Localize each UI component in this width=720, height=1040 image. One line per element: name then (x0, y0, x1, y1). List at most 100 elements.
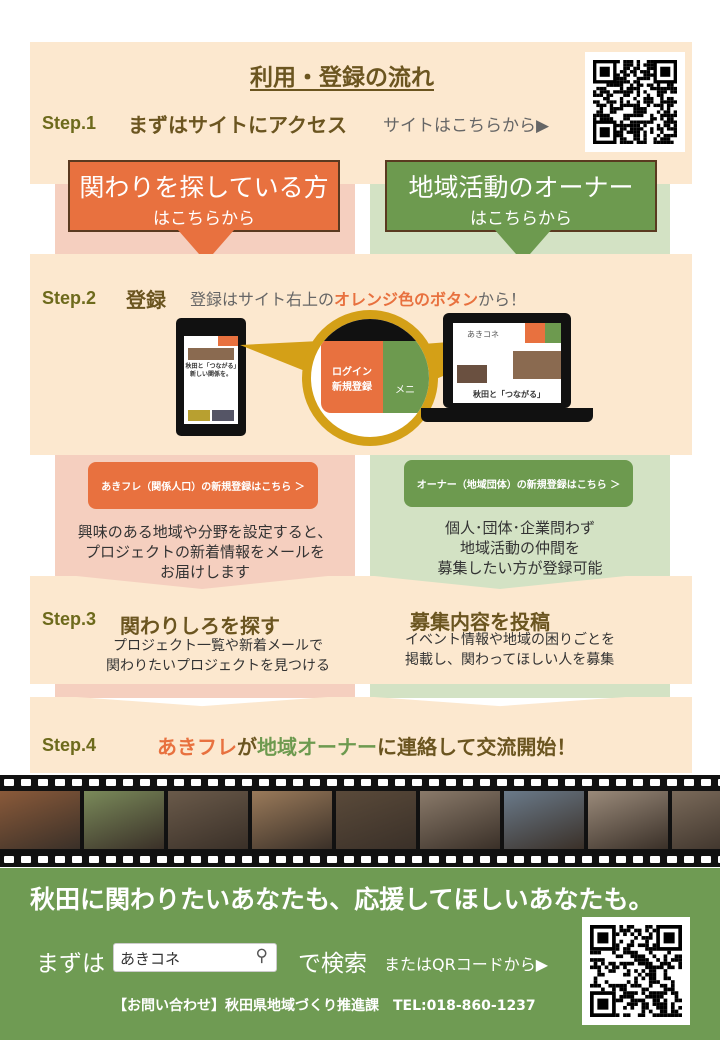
film-sprocket-hole (650, 779, 660, 786)
film-sprocket-hole (276, 779, 286, 786)
activity-photo (588, 791, 668, 849)
film-sprocket-hole (395, 856, 405, 863)
desc-line: プロジェクト一覧や新着メールで (113, 638, 323, 654)
film-sprocket-hole (140, 856, 150, 863)
activity-photo (504, 791, 584, 849)
desc-line: 関わりたいプロジェクトを見つける (106, 658, 330, 674)
film-sprocket-hole (259, 856, 269, 863)
film-sprocket-hole (378, 779, 388, 786)
callout-seeker[interactable]: 関わりを探している方 はこちらから (68, 160, 340, 264)
phone-tagline: 秋田と「つながる」新しい関係を。 (185, 363, 237, 379)
footer-qr-text: またはQRコードから▶ (384, 955, 549, 974)
desc-line: 地域活動の仲間を (459, 539, 580, 557)
film-sprocket-hole (327, 779, 337, 786)
film-sprocket-hole (463, 856, 473, 863)
film-sprocket-hole (361, 856, 371, 863)
search-input[interactable]: あきコネ (120, 950, 181, 968)
register-owner-button[interactable]: オーナー（地域団体）の新規登録はこちら ＞ (404, 460, 633, 507)
film-sprocket-hole (344, 779, 354, 786)
film-sprocket-hole (310, 856, 320, 863)
callout-owner-main: 地域活動のオーナー (408, 173, 634, 202)
step2-label: Step.2 (42, 288, 97, 308)
step3-right-heading: 募集内容を投稿 (410, 610, 550, 634)
desc-line: プロジェクトの新着情報をメールを (84, 543, 325, 561)
desc-line: お届けします (159, 563, 250, 581)
qr-code-top[interactable] (585, 52, 685, 152)
film-sprocket-hole (310, 779, 320, 786)
film-sprocket-hole (718, 856, 720, 863)
step3-left-heading: 関わりしろを探す (120, 614, 280, 638)
akifure-label: あきフレ (157, 735, 237, 759)
film-sprocket-hole (123, 856, 133, 863)
film-sprocket-hole (225, 856, 235, 863)
desc-line: 掲載し、関わってほしい人を募集 (405, 652, 615, 668)
step4-panel (30, 697, 692, 773)
zoom-register-label: 新規登録 (332, 382, 372, 393)
site-link[interactable]: サイトはこちらから▶ (383, 116, 550, 136)
film-sprocket-hole (497, 856, 507, 863)
film-sprocket-hole (565, 779, 575, 786)
film-sprocket-hole (191, 856, 201, 863)
step3-label: Step.3 (42, 609, 97, 629)
film-sprocket-hole (55, 856, 65, 863)
film-sprocket-hole (174, 856, 184, 863)
desc-line: 興味のある地域や分野を設定すると、 (77, 523, 333, 541)
film-sprocket-hole (89, 856, 99, 863)
film-sprocket-hole (497, 779, 507, 786)
film-sprocket-hole (293, 779, 303, 786)
search-icon[interactable]: ⚲ (255, 946, 268, 966)
film-sprocket-hole (38, 856, 48, 863)
film-sprocket-hole (208, 856, 218, 863)
film-sprocket-hole (259, 779, 269, 786)
film-sprocket-hole (327, 856, 337, 863)
film-sprocket-hole (616, 856, 626, 863)
laptop-logo: あきコネ (467, 330, 499, 339)
film-sprocket-hole (548, 856, 558, 863)
desc-line: 募集したい方が登録可能 (437, 559, 603, 577)
film-sprocket-hole (208, 779, 218, 786)
film-sprocket-hole (616, 779, 626, 786)
film-sprocket-hole (480, 779, 490, 786)
step4-label: Step.4 (42, 735, 97, 755)
register-seeker-button[interactable]: あきフレ（関係人口）の新規登録はこちら ＞ (88, 462, 318, 509)
film-sprocket-hole (157, 856, 167, 863)
film-sprocket-hole (106, 779, 116, 786)
film-sprocket-hole (565, 856, 575, 863)
step4-text-part: が (237, 735, 257, 759)
film-sprocket-hole (548, 779, 558, 786)
register-seeker-desc: 興味のある地域や分野を設定すると、プロジェクトの新着情報をメールをお届けします (55, 522, 355, 582)
film-sprocket-hole (123, 779, 133, 786)
film-sprocket-hole (463, 779, 473, 786)
film-sprocket-hole (174, 779, 184, 786)
film-sprocket-hole (361, 779, 371, 786)
left-strip (55, 684, 355, 698)
film-sprocket-hole (4, 856, 14, 863)
film-sprocket-hole (599, 779, 609, 786)
film-sprocket-hole (582, 856, 592, 863)
step2-heading: 登録 (126, 288, 166, 312)
desc-line: イベント情報や地域の困りごとを (405, 632, 615, 648)
callout-owner[interactable]: 地域活動のオーナー はこちらから (385, 160, 657, 264)
film-sprocket-hole (412, 856, 422, 863)
step2-text: 登録はサイト右上のオレンジ色のボタンから！ (190, 286, 526, 310)
step4-text: あきフレが地域オーナーに連絡して交流開始！ (157, 731, 576, 760)
callout-seeker-main: 関わりを探している方 (79, 173, 329, 202)
step2-text-post: から！ (478, 290, 527, 309)
search-box[interactable]: あきコネ ⚲ (113, 943, 277, 972)
activity-photo (168, 791, 248, 849)
step3-right-desc: イベント情報や地域の困りごとを掲載し、関わってほしい人を募集 (405, 630, 655, 670)
film-sprocket-hole (225, 779, 235, 786)
orange-button-highlight: オレンジ色のボタン (334, 290, 479, 309)
zoom-login-label: ログイン (332, 367, 372, 378)
film-sprocket-hole (38, 779, 48, 786)
magnifier-circle: ログイン 新規登録 メニ (302, 310, 438, 446)
film-sprocket-hole (106, 856, 116, 863)
step2-text-pre: 登録はサイト右上の (190, 290, 335, 309)
film-sprocket-hole (293, 856, 303, 863)
film-sprocket-hole (718, 779, 720, 786)
film-sprocket-hole (446, 856, 456, 863)
desc-line: 個人･団体･企業問わず (444, 519, 595, 537)
qr-code-bottom[interactable] (582, 917, 690, 1025)
film-sprocket-hole (55, 779, 65, 786)
film-sprocket-hole (531, 779, 541, 786)
